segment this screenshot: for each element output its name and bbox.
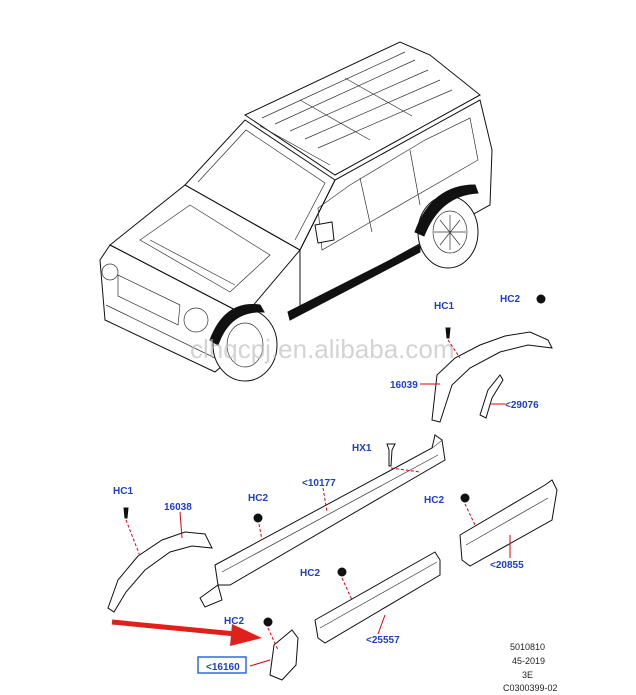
leader-lines — [125, 339, 511, 667]
part-20855-door-moulding — [459, 479, 558, 567]
callout-hx1: HX1 — [352, 443, 372, 454]
callout-29076: <29076 — [505, 400, 539, 411]
drawing-code-1: 5010810 — [510, 642, 545, 652]
drawing-code-2: 45-2019 — [512, 656, 545, 666]
highlight-box — [197, 656, 247, 674]
fastener-hc2-lower — [337, 567, 347, 577]
part-29076-trim — [479, 374, 504, 419]
fastener-hc2-bottom — [263, 617, 273, 627]
callout-hc2-top: HC2 — [500, 294, 520, 305]
part-16160-bracket — [269, 629, 299, 681]
fastener-hc2-right — [460, 493, 470, 503]
part-10177-side-sill — [199, 434, 446, 608]
vehicle-illustration — [99, 41, 493, 382]
callout-hc2-lower: HC2 — [300, 568, 320, 579]
fastener-hc1-left — [123, 507, 129, 519]
callout-16038: 16038 — [164, 502, 192, 513]
drawing-code-4: C0300399-02 — [503, 683, 558, 693]
fastener-hx1 — [386, 443, 396, 467]
callout-hc2-mid: HC2 — [248, 493, 268, 504]
part-16038-front-wheel-arch — [107, 531, 213, 613]
annotation-arrow — [111, 619, 262, 646]
part-25557-door-moulding — [314, 551, 441, 644]
part-16039-rear-wheel-arch — [431, 331, 553, 423]
callout-hc2-bottom: HC2 — [224, 616, 244, 627]
callout-10177: <10177 — [302, 478, 336, 489]
callout-hc1-left: HC1 — [113, 486, 133, 497]
watermark: clhqcpj.en.alibaba.com — [190, 334, 455, 364]
callout-16160: <16160 — [206, 662, 240, 673]
callout-16039: 16039 — [390, 380, 418, 391]
fastener-hc2-top — [536, 294, 546, 304]
drawing-code-3: 3E — [522, 670, 533, 680]
fastener-hc1-top — [445, 327, 451, 339]
callout-25557: <25557 — [366, 635, 400, 646]
callout-20855: <20855 — [490, 560, 524, 571]
callout-hc1-top: HC1 — [434, 301, 454, 312]
callout-hc2-right: HC2 — [424, 495, 444, 506]
fastener-hc2-mid — [253, 513, 263, 523]
